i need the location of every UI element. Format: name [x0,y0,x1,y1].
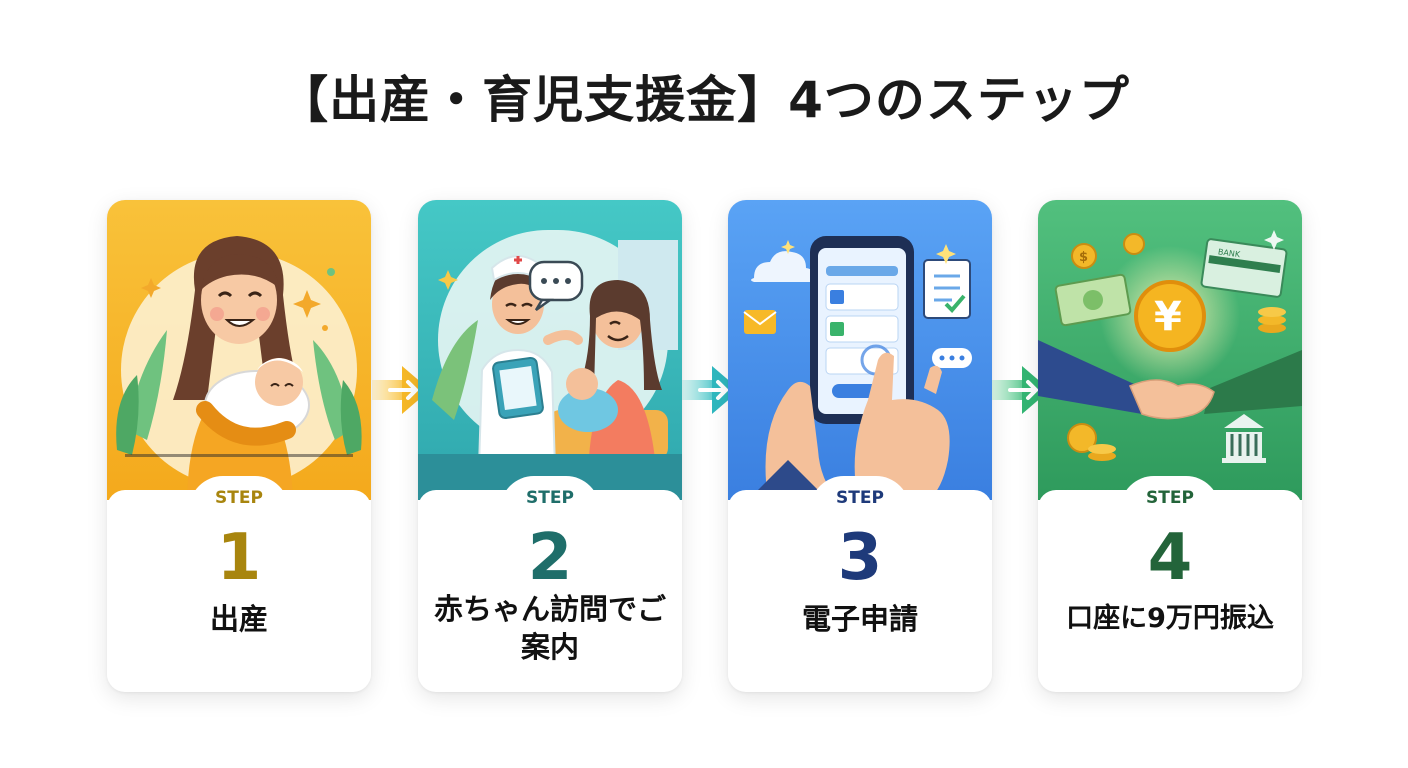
step-info-3: STEP 3 電子申請 [728,476,992,682]
step-label-1: STEP [189,476,289,510]
step-info-1: STEP 1 出産 [107,476,371,682]
step-number-2: 2 [527,521,573,595]
step-text-1: 出産 [209,602,268,636]
yen-payment-illustration: BANK $ ¥ [1038,200,1302,500]
step-label-4: STEP [1120,476,1220,510]
step-label-2: STEP [500,476,600,510]
step-text-4: 口座に9万円振込 [1066,603,1274,634]
step-label-3: STEP [810,476,910,510]
bank-card-text: BANK [1217,247,1241,259]
page-title: 【出産・育児支援金】4つのステップ [278,71,1130,129]
arrow-right-icon [992,366,1050,414]
step-card-3: STEP 3 電子申請 [728,200,992,692]
step-text-3: 電子申請 [801,602,918,636]
yen-symbol-text: ¥ [1154,294,1182,340]
smartphone-application-illustration [728,200,992,500]
arrow-right-icon [372,366,430,414]
step-card-4: BANK $ ¥ STEP 4 口座に9万円振込 [1038,200,1302,692]
step-number-1: 1 [216,521,262,595]
nurse-visit-illustration [418,200,682,500]
step-info-2: STEP 2 赤ちゃん訪問でご案内 [418,476,682,682]
step-number-3: 3 [837,521,883,595]
step-text-2: 赤ちゃん訪問でご案内 [433,592,666,664]
step-info-4: STEP 4 口座に9万円振込 [1038,476,1302,682]
arrow-right-icon [682,366,740,414]
step-card-2: STEP 2 赤ちゃん訪問でご案内 [418,200,682,692]
coin-symbol-text: $ [1079,250,1088,265]
mother-baby-illustration [107,200,371,500]
step-card-1: STEP 1 出産 [107,200,371,692]
step-number-4: 4 [1147,521,1193,595]
